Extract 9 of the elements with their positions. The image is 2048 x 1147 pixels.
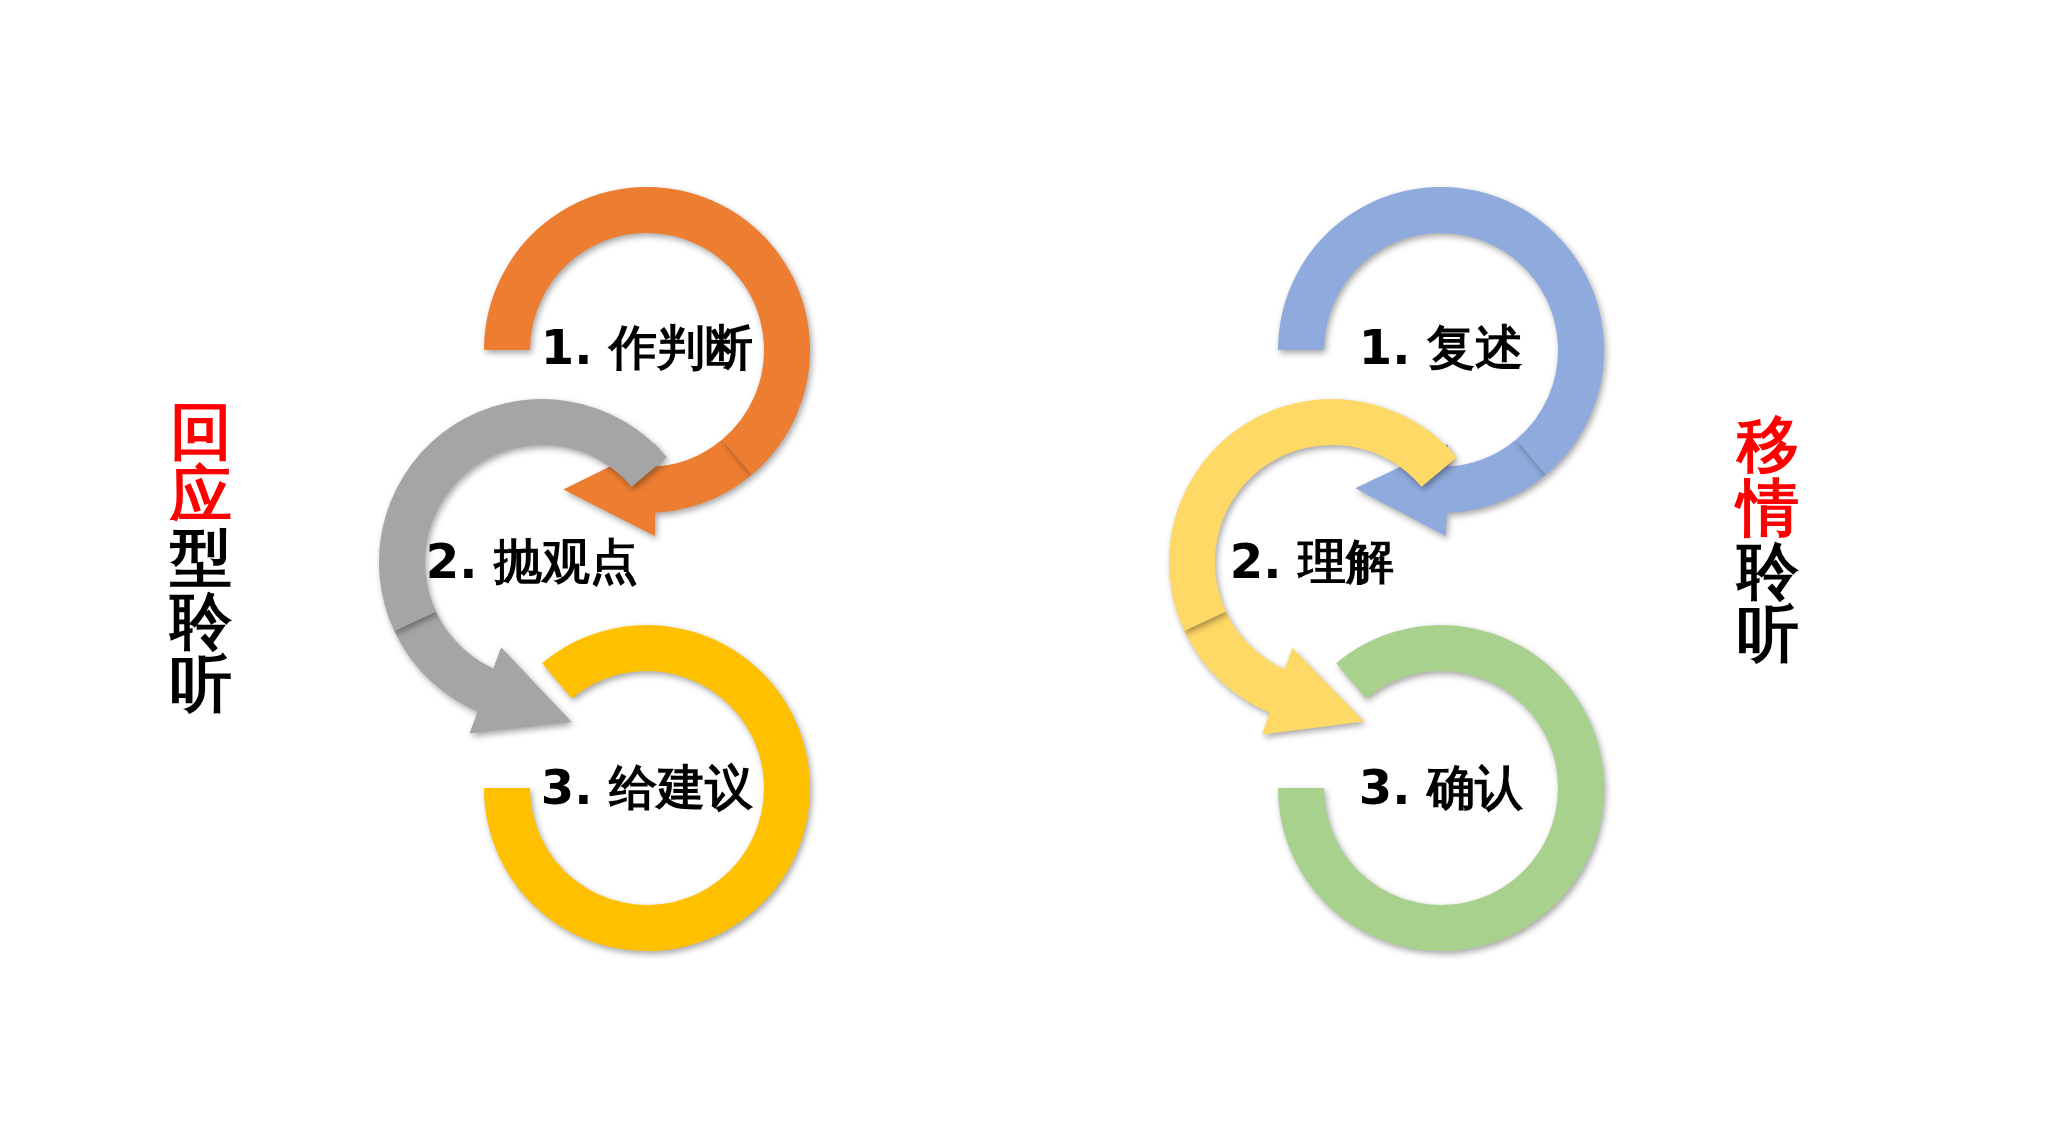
step-label: 1. 作判断 — [540, 318, 754, 377]
vertical-title: 型聆听 — [170, 526, 233, 716]
step-label: 1. 复述 — [1358, 318, 1524, 377]
step-label: 2. 理解 — [1229, 532, 1395, 591]
vertical-title: 聆听 — [1737, 539, 1800, 666]
step-label: 2. 抛观点 — [425, 532, 639, 591]
vertical-title: 回应 — [170, 400, 233, 527]
step-label: 3. 给建议 — [540, 758, 754, 817]
step-label: 3. 确认 — [1358, 758, 1524, 817]
